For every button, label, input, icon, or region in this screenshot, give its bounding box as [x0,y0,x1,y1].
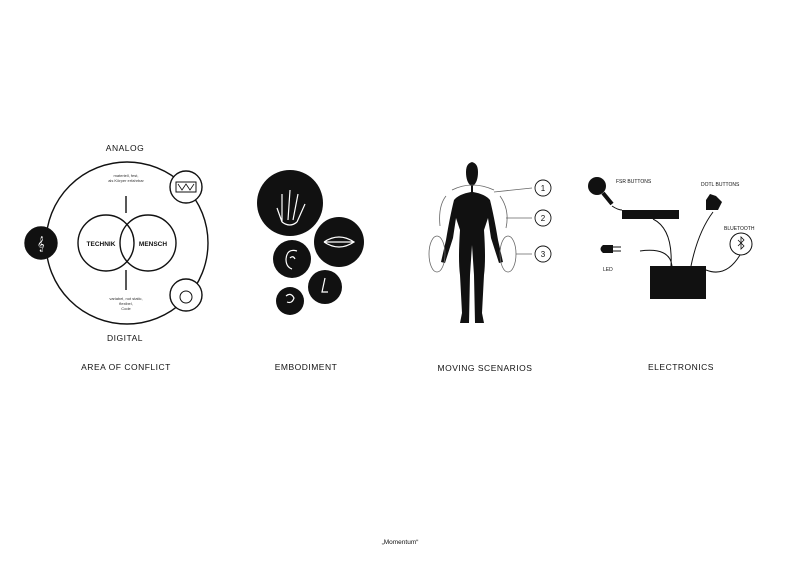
bluetooth-label: BLUETOOTH [724,226,755,232]
marker-2: 2 [541,214,546,223]
footer-title: „Momentum“ [382,539,419,546]
svg-text:𝄞: 𝄞 [37,236,45,252]
led-label: LED [603,267,613,273]
electronics-diagram [588,177,753,299]
caption-embodiment: EMBODIMENT [275,362,338,372]
digital-note: Code [121,306,131,311]
dial-icon [169,278,203,312]
tongue-icon [276,287,304,315]
fsr-buttons-label: FSR BUTTONS [616,179,652,185]
music-notes-icon [24,226,58,260]
fsr-sensor-icon [588,177,606,195]
technik-label: TECHNIK [87,241,116,248]
hand-icon [257,170,323,236]
marker-3: 3 [541,250,546,259]
caption-area-of-conflict: AREA OF CONFLICT [81,362,171,372]
digital-label: DIGITAL [107,333,143,343]
digital-note: variabel, not static, [109,296,142,301]
nose-icon [308,270,342,304]
marker-1: 1 [541,184,546,193]
analog-note: materiell, fest, [114,173,139,178]
analog-note: als Körper erfahrbar [108,178,144,183]
caption-moving-scenarios: MOVING SCENARIOS [438,363,533,373]
led-icon [600,245,613,253]
piano-icon [169,170,203,204]
dotl-buttons-label: DOTL BUTTONS [701,182,740,188]
ear-icon [273,240,311,278]
area-of-conflict-diagram [24,161,209,325]
mensch-label: MENSCH [139,241,167,248]
button-strip [622,210,679,219]
microcontroller-box [650,266,706,299]
caption-electronics: ELECTRONICS [648,362,714,372]
digital-note: flexibel, [119,301,133,306]
human-figure [428,162,552,323]
analog-label: ANALOG [106,143,144,153]
dotl-button-icon [706,194,722,210]
